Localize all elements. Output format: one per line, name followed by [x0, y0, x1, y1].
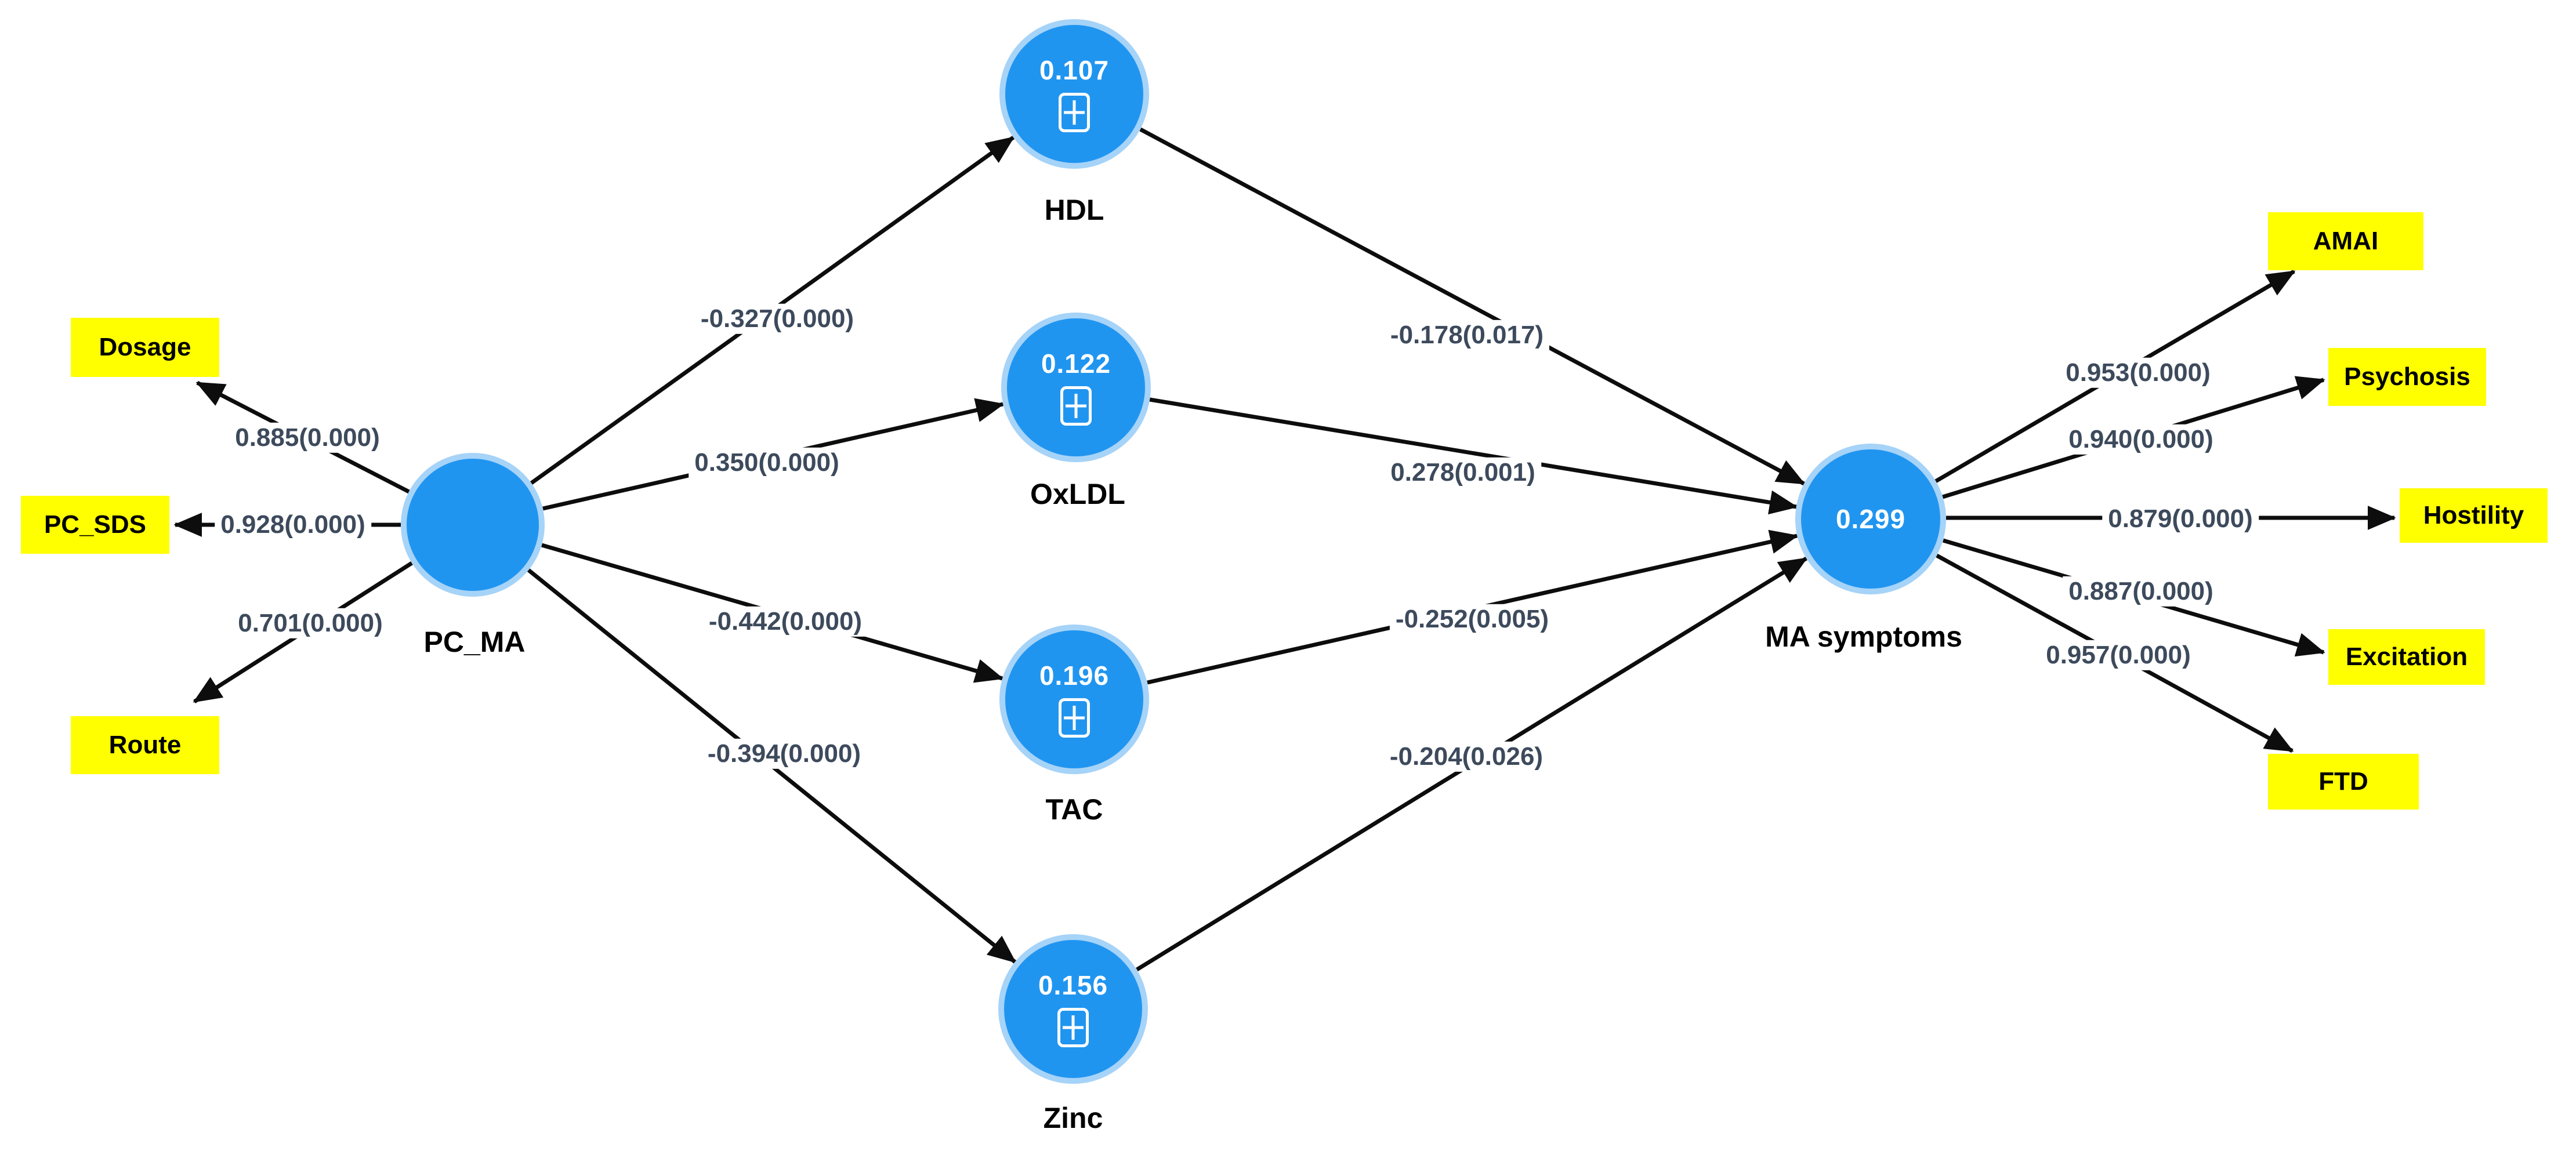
r2-value-hdl: 0.107: [1039, 55, 1110, 85]
path-hdl-ma: [1139, 127, 1806, 486]
indicator-label: AMAI: [2313, 227, 2379, 255]
plus-expand-icon[interactable]: [1059, 698, 1090, 738]
edge-coefficient-pcma-tac: -0.442(0.000): [702, 606, 868, 637]
indicator-pc-sds[interactable]: PC_SDS: [21, 496, 169, 554]
node-label-oxldl: OxLDL: [1030, 478, 1125, 510]
indicator-amai[interactable]: AMAI: [2268, 212, 2423, 270]
edge-coefficient-pcma-oxldl: 0.350(0.000): [689, 447, 845, 478]
r2-value-zinc: 0.156: [1038, 970, 1108, 1000]
edge-coefficient-ma-ftd: 0.957(0.000): [2040, 640, 2197, 671]
edge-coefficient-ma-amai: 0.953(0.000): [2060, 357, 2216, 389]
path-oxldl-ma: [1149, 397, 1798, 515]
indicator-label: FTD: [2318, 767, 2368, 796]
r2-value-ma-symptoms: 0.299: [1835, 503, 1906, 534]
indicator-label: PC_SDS: [44, 510, 147, 539]
latent-node-pcma[interactable]: [401, 453, 545, 597]
edge-coefficient-pcma-dosage: 0.885(0.000): [229, 422, 386, 453]
indicator-excitation[interactable]: Excitation: [2328, 629, 2485, 685]
indicator-psychosis[interactable]: Psychosis: [2328, 348, 2486, 406]
edge-coefficient-pcma-zinc: -0.394(0.000): [701, 738, 867, 770]
latent-node-zinc[interactable]: 0.156: [998, 934, 1148, 1084]
edge-coefficient-pcma-hdl: -0.327(0.000): [694, 303, 860, 335]
latent-node-hdl[interactable]: 0.107: [999, 19, 1149, 169]
node-label-tac: TAC: [1045, 793, 1103, 826]
indicator-label: Psychosis: [2344, 362, 2470, 391]
r2-value-oxldl: 0.122: [1041, 348, 1111, 379]
indicator-dosage[interactable]: Dosage: [71, 318, 219, 377]
edge-coefficient-pcma-route: 0.701(0.000): [232, 608, 389, 639]
edge-coefficient-ma-excitation: 0.887(0.000): [2063, 576, 2219, 607]
indicator-label: Dosage: [99, 333, 191, 361]
node-label-ma-symptoms: MA symptoms: [1765, 620, 1962, 653]
latent-node-ma-symptoms[interactable]: 0.299: [1795, 444, 1946, 594]
edge-coefficient-pcma-pcsds: 0.928(0.000): [215, 509, 371, 540]
node-label-pcma: PC_MA: [423, 626, 526, 658]
edge-coefficient-oxldl-ma: 0.278(0.001): [1385, 457, 1541, 488]
edge-coefficient-hdl-ma: -0.178(0.017): [1384, 320, 1550, 351]
r2-value-tac: 0.196: [1039, 660, 1110, 691]
edge-coefficient-tac-ma: -0.252(0.005): [1389, 604, 1555, 635]
plus-expand-icon[interactable]: [1057, 1008, 1089, 1048]
latent-node-oxldl[interactable]: 0.122: [1001, 313, 1151, 462]
edge-coefficient-ma-hostility: 0.879(0.000): [2102, 503, 2259, 535]
indicator-label: Route: [108, 731, 182, 759]
node-label-hdl: HDL: [1044, 194, 1104, 226]
node-label-zinc: Zinc: [1043, 1102, 1103, 1134]
indicator-label: Excitation: [2345, 643, 2468, 671]
indicator-ftd[interactable]: FTD: [2268, 754, 2419, 810]
indicator-hostility[interactable]: Hostility: [2400, 488, 2548, 543]
indicator-route[interactable]: Route: [71, 716, 219, 774]
plus-expand-icon[interactable]: [1059, 93, 1090, 133]
edge-coefficient-ma-psychosis: 0.940(0.000): [2063, 424, 2219, 455]
plus-expand-icon[interactable]: [1060, 386, 1092, 426]
indicator-label: Hostility: [2423, 501, 2524, 529]
edge-coefficient-zinc-ma: -0.204(0.026): [1383, 741, 1549, 772]
latent-node-tac[interactable]: 0.196: [999, 625, 1149, 774]
